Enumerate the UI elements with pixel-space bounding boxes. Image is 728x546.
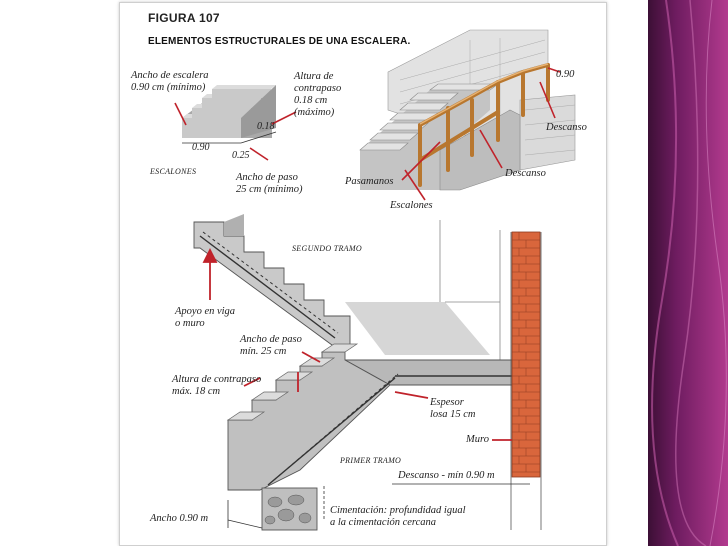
label-espesor: Espesor losa 15 cm	[430, 397, 476, 420]
label-pasamanos: Pasamanos	[345, 176, 394, 187]
label-segundo-tramo: SEGUNDO TRAMO	[292, 244, 362, 253]
label-primer-tramo: PRIMER TRAMO	[340, 456, 402, 465]
label-ancho: Ancho 0.90 m	[150, 513, 209, 524]
label-altura-contrapaso-section: Altura de contrapaso máx. 18 cm	[172, 374, 262, 397]
label-railing-height: 0.90	[556, 69, 575, 80]
escalera-barandal	[359, 29, 576, 201]
label-apoyo: Apoyo en viga o muro	[175, 306, 236, 329]
label-ancho-escalera: Ancho de escalera 0.90 cm (mínimo)	[131, 70, 209, 93]
label-descanso-1: Descanso	[546, 122, 587, 133]
figure-title: ELEMENTOS ESTRUCTURALES DE UNA ESCALERA.	[148, 36, 411, 47]
label-cimentacion: Cimentación: profundidad igual a la cime…	[330, 505, 466, 528]
label-altura-contrapaso: Altura de contrapaso 0.18 cm (máximo)	[294, 71, 342, 118]
label-escalones-section: ESCALONES	[150, 167, 197, 176]
label-ancho-paso: Ancho de paso mín. 25 cm	[240, 334, 302, 357]
label-escalones: Escalones	[390, 200, 433, 211]
side-panel-graphic	[648, 0, 728, 546]
label-descanso: Descanso - mín 0.90 m	[398, 470, 495, 481]
label-riser-value: 0.18	[257, 121, 275, 132]
label-descanso-2: Descanso	[505, 168, 546, 179]
label-ancho-paso-top: Ancho de paso 25 cm (mínimo)	[236, 172, 303, 195]
corte-escalera	[193, 214, 542, 531]
label-muro: Muro	[466, 434, 489, 445]
escalones-3d	[174, 85, 297, 161]
side-panel-decoration	[648, 0, 728, 546]
label-tread-value: 0.25	[232, 150, 250, 161]
label-width-value: 0.90	[192, 142, 210, 153]
figure-number: FIGURA 107	[148, 11, 220, 25]
